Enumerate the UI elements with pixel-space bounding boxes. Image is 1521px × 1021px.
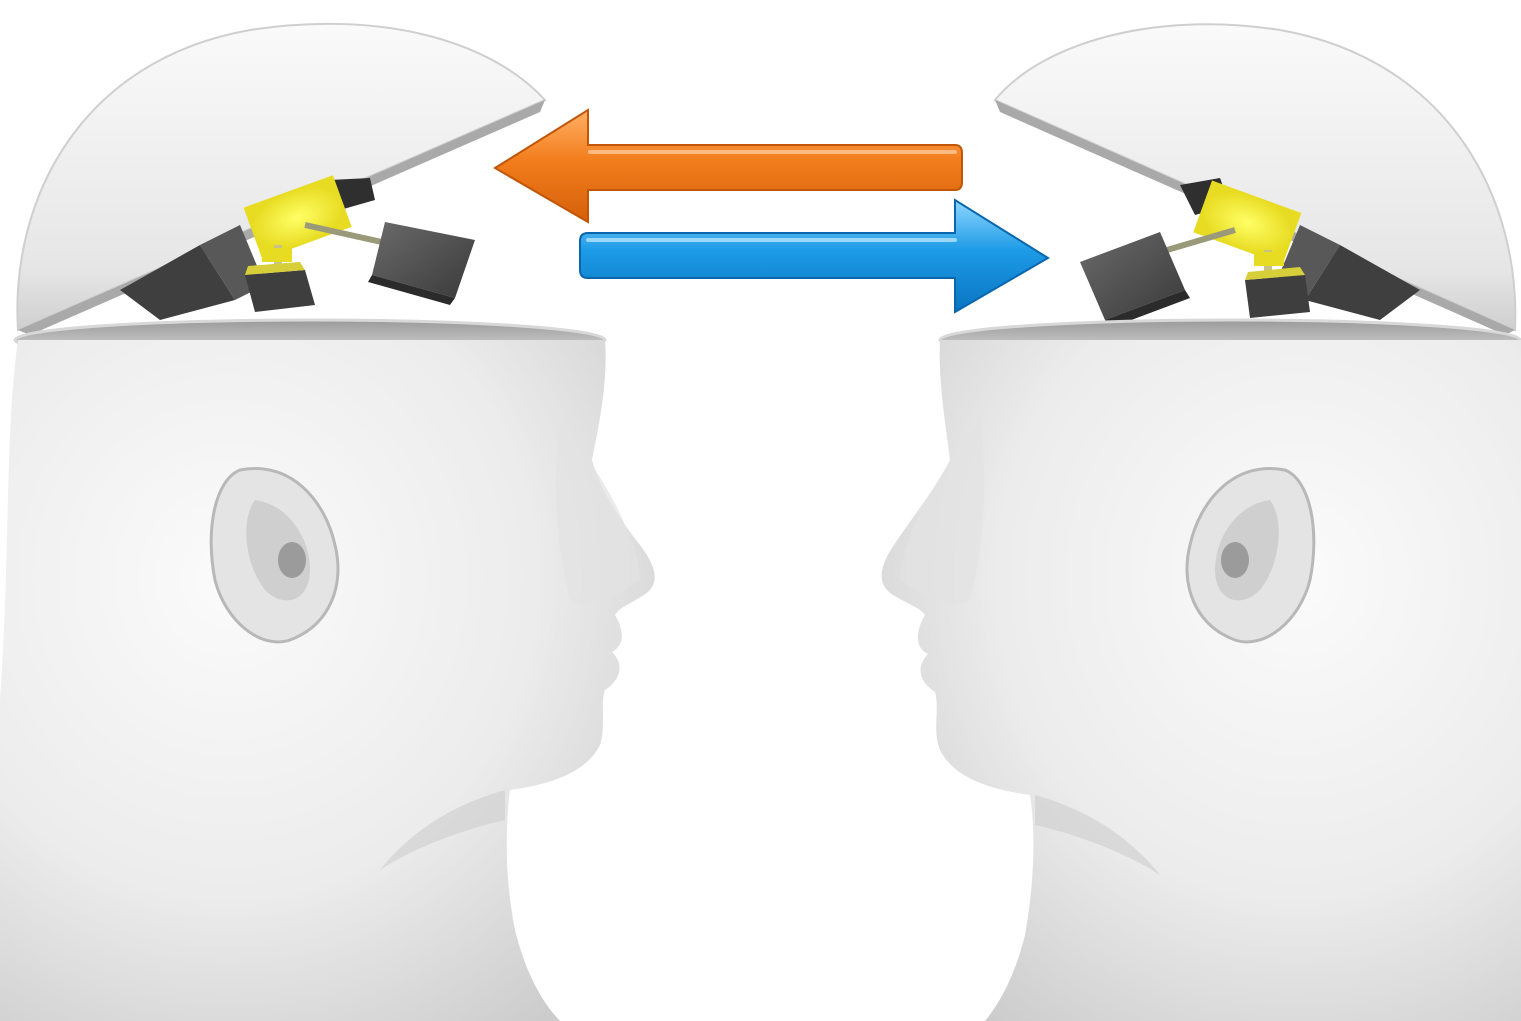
right-head [882, 24, 1521, 1021]
arrow-left-icon [495, 110, 962, 222]
arrow-right-icon [580, 200, 1048, 312]
left-head-face [0, 340, 655, 1021]
